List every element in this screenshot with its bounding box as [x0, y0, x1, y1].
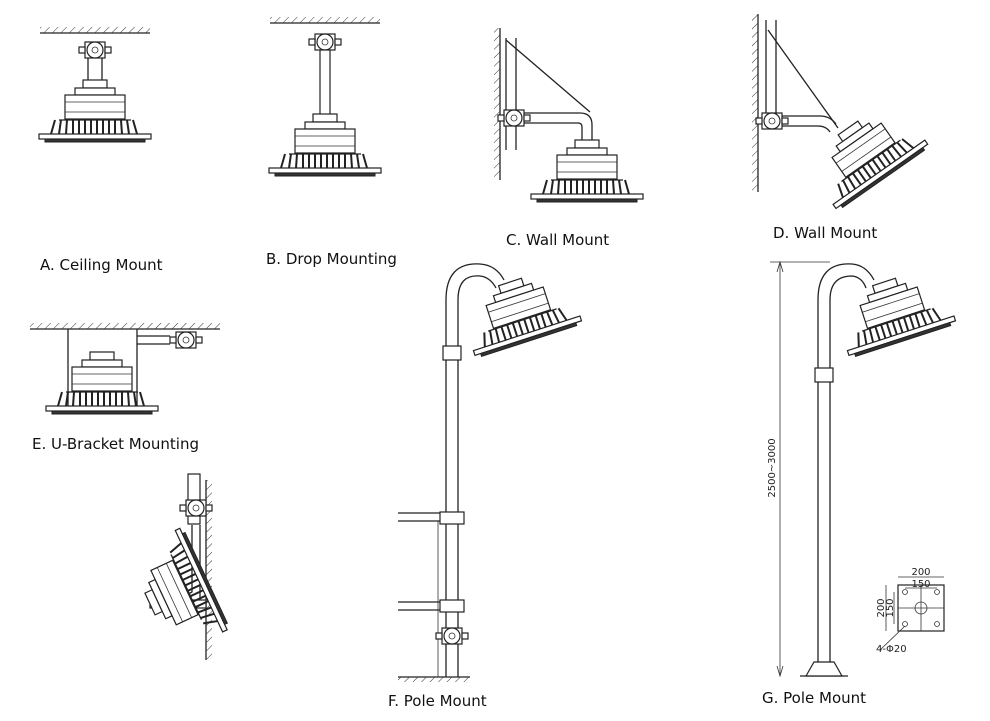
- diagram-c-wall-mount: [494, 28, 644, 203]
- pole-arm: [445, 263, 505, 350]
- diagram-a-ceiling-mount: [38, 27, 152, 143]
- pole-clamp: [814, 367, 834, 383]
- junction-box: [78, 41, 112, 59]
- elbow-pipe: [524, 112, 593, 150]
- diagram-g-pole-mount: 2500~3000 200 150 200 150 4-Φ20: [767, 260, 958, 678]
- diagram-f-pole-mount: [398, 263, 584, 682]
- diagram-b-drop-mounting: [268, 17, 382, 177]
- caption-f: F. Pole Mount: [388, 692, 487, 710]
- pole-base: [804, 661, 844, 677]
- luminaire-f: [455, 263, 584, 360]
- caption-e: E. U-Bracket Mounting: [32, 435, 199, 453]
- diagram-e-u-bracket: [30, 323, 220, 415]
- luminaire-side: [125, 526, 231, 656]
- caption-g: G. Pole Mount: [762, 689, 866, 707]
- base-plate-detail: 200 150 200 150 4-Φ20: [876, 567, 945, 655]
- caption-d: D. Wall Mount: [773, 224, 877, 242]
- pole-height-label: 2500~3000: [767, 438, 778, 497]
- bolt-spacing-h-label: 150: [911, 579, 930, 590]
- luminaire-b: [268, 113, 382, 177]
- base-width-label: 200: [911, 567, 930, 578]
- caption-a: A. Ceiling Mount: [40, 256, 163, 274]
- bolt-holes-label: 4-Φ20: [876, 644, 907, 655]
- height-dimension: 2500~3000: [767, 260, 830, 678]
- luminaire-a: [38, 79, 152, 143]
- pole-clamp: [442, 345, 462, 361]
- ceiling-hatch: [40, 27, 150, 33]
- pole-arm: [817, 263, 875, 376]
- luminaire-d: [801, 94, 931, 212]
- brace-rod: [767, 29, 839, 129]
- junction-box: [169, 331, 203, 349]
- diagram-side-wall-bracket: [125, 473, 231, 660]
- junction-box: [308, 33, 342, 51]
- luminaire-g: [829, 263, 958, 360]
- junction-box: [435, 627, 469, 645]
- caption-b: B. Drop Mounting: [266, 250, 397, 268]
- luminaire-e: [45, 351, 159, 415]
- base-height-label: 200: [876, 598, 887, 617]
- brace-rod: [505, 39, 591, 113]
- diagram-d-wall-mount: [752, 14, 931, 212]
- bolt-spacing-v-label: 150: [885, 598, 896, 617]
- caption-c: C. Wall Mount: [506, 231, 609, 249]
- luminaire-c: [530, 139, 644, 203]
